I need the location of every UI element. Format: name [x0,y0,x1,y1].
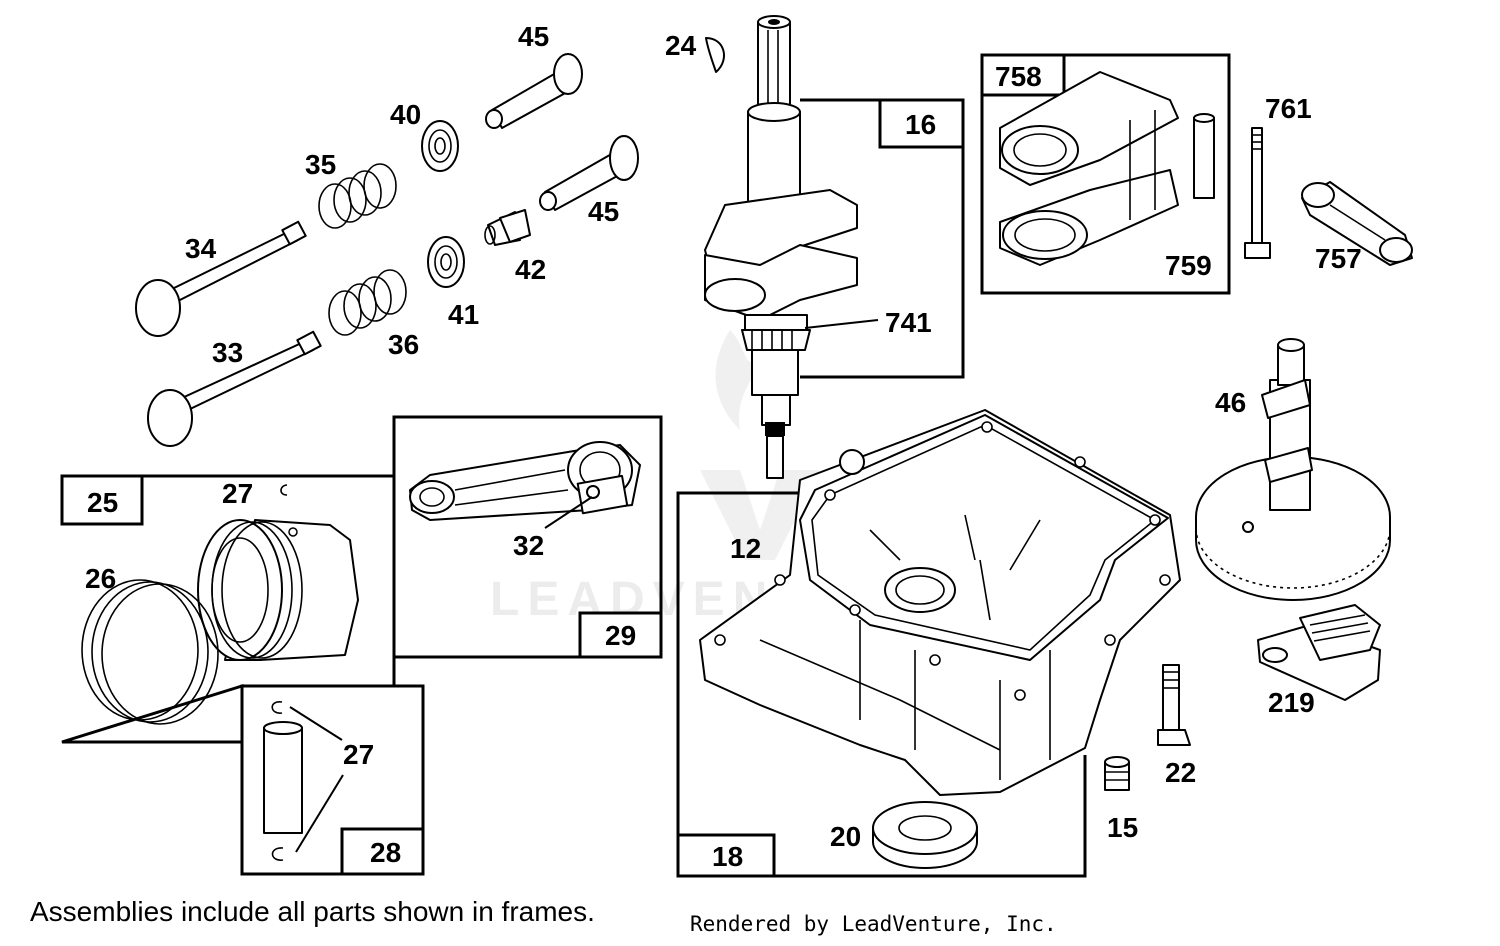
callout-40: 40 [390,99,421,130]
callout-27-upper: 27 [222,478,253,509]
frame-29-label: 29 [605,620,636,651]
frame-16-label-box [878,98,965,149]
callout-45-lower: 45 [588,196,619,227]
callout-46: 46 [1215,387,1246,418]
valve-spring-retainer-lower [427,236,465,288]
callout-12: 12 [730,533,761,564]
sump-bolt [1157,664,1191,746]
callout-32: 32 [513,530,544,561]
frame-16-label: 16 [905,109,936,140]
frame-18-label: 18 [712,841,743,872]
frame-18-label-box [676,833,776,878]
oil-seal [872,801,978,869]
camshaft [1195,338,1391,601]
callout-35: 35 [305,149,336,180]
callout-22: 22 [1165,757,1196,788]
callout-41: 41 [448,299,479,330]
crankshaft [704,15,858,479]
frame-29-label-box [578,611,663,659]
wrist-pin-retainer-bottom [271,847,284,861]
callout-42: 42 [515,254,546,285]
callout-26: 26 [85,563,116,594]
callout-33: 33 [212,337,243,368]
wrist-pin-retainer-top [271,701,283,714]
piston [197,519,359,661]
valve-spring-upper [318,163,397,229]
valve-tappet-lower [539,135,639,211]
leader-32 [544,496,593,529]
callout-45-upper: 45 [518,21,549,52]
callout-24: 24 [665,30,697,61]
woodruff-key [705,37,725,73]
balancer-link [1301,181,1413,266]
leader-27-bottom [295,774,344,853]
leader-27-top [289,706,343,741]
intake-valve [147,330,322,447]
footer-credit: Rendered by LeadVenture, Inc. [690,912,1057,936]
long-bolt [1244,127,1271,259]
wrist-pin [263,721,303,834]
callout-759: 759 [1165,250,1212,281]
valve-keepers [484,209,531,246]
wrist-pin-retainer-upper [280,484,288,496]
callout-741: 741 [885,307,932,338]
callout-20: 20 [830,821,861,852]
connecting-rod [409,441,641,521]
valve-tappet-upper [485,53,583,129]
frame-28-outline [240,684,425,876]
frame-758-label-box [980,53,1066,97]
piston-ring-set [81,579,219,725]
frame-28-label: 28 [370,837,401,868]
frame-25-label: 25 [87,487,118,518]
callout-15: 15 [1107,812,1138,843]
callout-219: 219 [1268,687,1315,718]
frame-28-label-box [340,827,425,876]
callout-34: 34 [185,233,217,264]
frame-758-label: 758 [995,61,1042,92]
callout-761: 761 [1265,93,1312,124]
callout-36: 36 [388,329,419,360]
frame-25-label-box [60,474,144,526]
exhaust-valve [135,220,307,337]
footer-note: Assemblies include all parts shown in fr… [30,896,595,927]
frame-758-outline [980,53,1231,295]
balancer-shaft-pin [1193,113,1215,199]
balancer-assembly [999,71,1179,266]
governor-assembly [1257,604,1381,701]
callout-27-lower: 27 [343,739,374,770]
drain-plug [1104,756,1130,791]
crankcase-sump [699,409,1181,796]
callout-757: 757 [1315,243,1362,274]
valve-spring-retainer-upper [421,120,459,172]
leader-741 [804,319,879,329]
valve-spring-lower [328,269,407,336]
